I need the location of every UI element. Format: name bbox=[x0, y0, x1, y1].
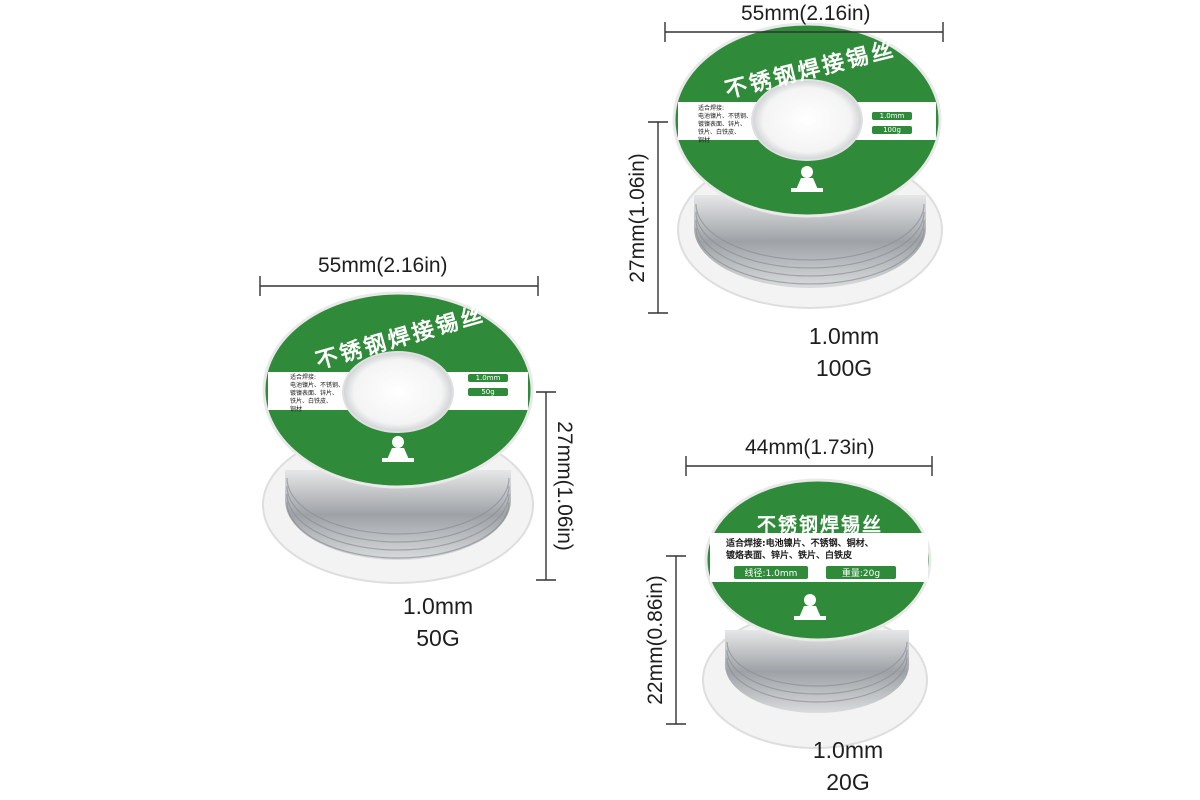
label-lines-20g: 适合焊接:电池镍片、不锈钢、铜材、 镀烙表面、锌片、铁片、白铁皮 bbox=[726, 538, 874, 562]
width-dimension-20g: 44mm(1.73in) bbox=[745, 436, 875, 459]
label-diameter-100g: 1.0mm bbox=[872, 112, 912, 120]
label-lines-50g: 适合焊接: 电池镍片、不锈钢、 镀镍表面、锌片、 铁片、白铁皮、 铜材 bbox=[290, 374, 344, 414]
caption-20g: 1.0mm 20G bbox=[778, 734, 918, 798]
width-dimension-50g: 55mm(2.16in) bbox=[318, 254, 448, 277]
label-line: 铁片、白铁皮、 bbox=[290, 398, 333, 405]
height-dimension-20g: 22mm(0.86in) bbox=[644, 575, 667, 705]
label-diameter-50g: 1.0mm bbox=[468, 374, 508, 382]
caption-diameter: 1.0mm bbox=[402, 593, 474, 619]
caption-diameter: 1.0mm bbox=[808, 323, 880, 349]
label-line: 镀烙表面、锌片、铁片、白铁皮 bbox=[726, 551, 853, 561]
caption-50g: 1.0mm 50G bbox=[368, 590, 508, 654]
label-lines-100g: 适合焊接: 电池镍片、不锈钢、 镀镍表面、锌片、 铁片、白铁皮、 铜材 bbox=[698, 105, 752, 145]
label-line: 电池镍片、不锈钢、 bbox=[290, 382, 345, 389]
label-line: 镀镍表面、锌片、 bbox=[290, 390, 339, 397]
spool-100g bbox=[672, 22, 943, 309]
label-weight-20g: 重量:20g bbox=[826, 566, 896, 579]
width-dimension-100g: 55mm(2.16in) bbox=[741, 2, 871, 25]
label-weight-100g: 100g bbox=[872, 126, 912, 134]
label-line: 铁片、白铁皮、 bbox=[698, 129, 741, 136]
height-dimension-50g: 27mm(1.06in) bbox=[553, 421, 576, 551]
label-line: 铜材 bbox=[698, 137, 711, 144]
worker-logo-icon bbox=[382, 436, 414, 462]
label-line: 适合焊接: bbox=[698, 105, 725, 112]
label-line: 适合焊接: bbox=[290, 374, 317, 381]
caption-100g: 1.0mm 100G bbox=[774, 320, 914, 384]
label-line: 适合焊接:电池镍片、不锈钢、铜材、 bbox=[726, 539, 874, 549]
label-line: 电池镍片、不锈钢、 bbox=[698, 113, 753, 120]
label-line: 镀镍表面、锌片、 bbox=[698, 121, 747, 128]
caption-diameter: 1.0mm bbox=[812, 737, 884, 763]
label-title-20g: 不锈钢焊锡丝 bbox=[756, 514, 883, 536]
spool-50g bbox=[262, 291, 534, 584]
caption-weight: 100G bbox=[815, 355, 873, 381]
label-diameter-20g: 线径:1.0mm bbox=[734, 566, 808, 579]
caption-weight: 20G bbox=[826, 769, 870, 795]
label-weight-50g: 50g bbox=[468, 388, 508, 396]
worker-logo-icon bbox=[794, 594, 826, 620]
caption-weight: 50G bbox=[416, 625, 460, 651]
label-line: 铜材 bbox=[290, 406, 303, 413]
worker-logo-icon bbox=[791, 166, 823, 192]
dimension-lines bbox=[259, 22, 944, 725]
height-dimension-100g: 27mm(1.06in) bbox=[626, 153, 649, 283]
